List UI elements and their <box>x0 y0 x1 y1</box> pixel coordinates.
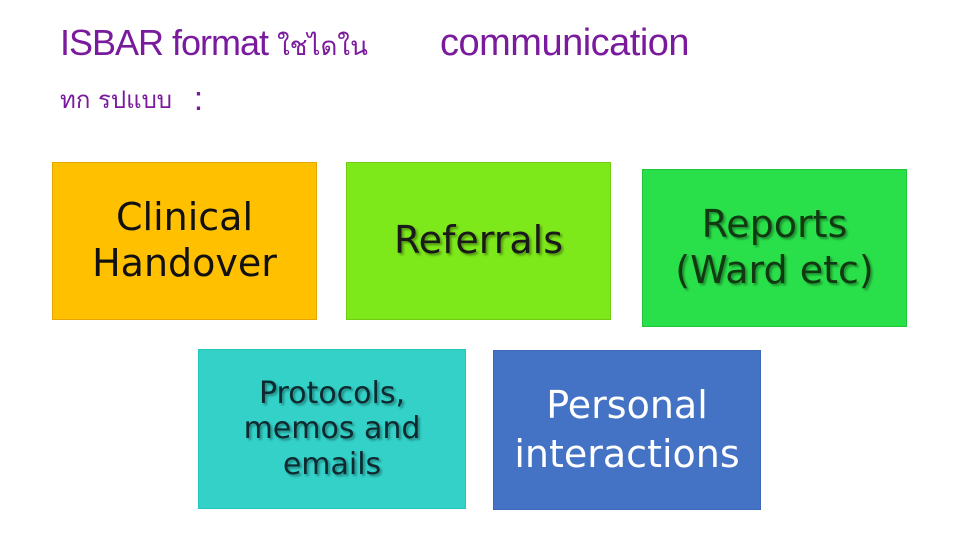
box-label: Referrals <box>393 218 564 263</box>
title-thai-line2: ทก รปแบบ <box>60 86 173 114</box>
title-thai-text: ใชไดใน <box>277 32 368 62</box>
box-referrals: Referrals <box>346 162 611 320</box>
title-communication: communication <box>440 22 690 64</box>
box-personal-interactions: Personal interactions <box>493 350 761 510</box>
box-reports: Reports (Ward etc) <box>642 169 907 327</box>
title-english: ISBAR format <box>60 22 269 63</box>
title-line-1: ISBAR format ใชไดใน <box>60 22 368 67</box>
box-label: Protocols, memos and emails <box>243 375 421 482</box>
box-protocols-memos-emails: Protocols, memos and emails <box>198 349 466 509</box>
box-label: Personal interactions <box>514 382 740 476</box>
box-label: Clinical Handover <box>92 195 277 285</box>
title-line-2: ทก รปแบบ : <box>60 80 203 119</box>
title-colon: : <box>193 80 204 118</box>
box-label: Reports (Ward etc) <box>675 202 874 292</box>
box-clinical-handover: Clinical Handover <box>52 162 317 320</box>
